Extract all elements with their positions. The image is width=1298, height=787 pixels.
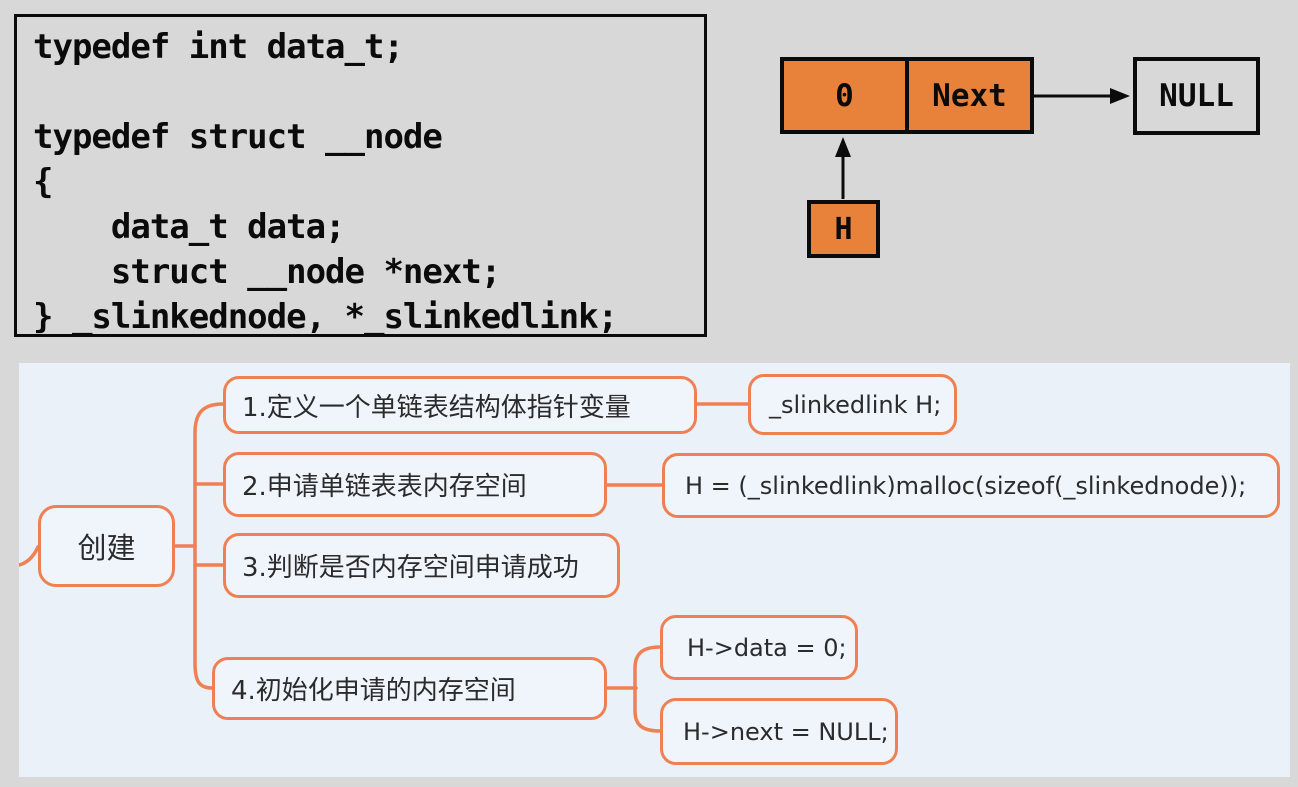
mindmap-leaf-init-next: H->next = NULL; xyxy=(660,698,898,765)
code-block: typedef int data_t; typedef struct __nod… xyxy=(14,14,707,337)
next-pointer-arrow-icon xyxy=(1034,88,1130,104)
mindmap: 创建 1.定义一个单链表结构体指针变量 _slinkedlink H; 2.申请… xyxy=(19,363,1290,777)
null-box: NULL xyxy=(1133,57,1260,135)
data-cell: 0 xyxy=(835,77,854,114)
head-pointer-box: H xyxy=(807,200,880,258)
code-line xyxy=(33,70,704,115)
connector-step4-bracket xyxy=(633,645,662,733)
head-node-box: 0 Next xyxy=(780,57,1034,134)
connector-trunk xyxy=(193,402,225,690)
mindmap-node-step3: 3.判断是否内存空间申请成功 xyxy=(223,533,620,598)
mindmap-node-step1: 1.定义一个单链表结构体指针变量 xyxy=(223,376,697,434)
code-line: struct __node *next; xyxy=(33,252,501,292)
mindmap-leaf-declare: _slinkedlink H; xyxy=(748,374,957,435)
head-pointer-arrow-icon xyxy=(835,137,851,199)
mindmap-leaf-init-data: H->data = 0; xyxy=(660,615,858,680)
mindmap-node-step2: 2.申请单链表表内存空间 xyxy=(223,452,607,517)
mindmap-node-create: 创建 xyxy=(38,505,175,587)
mindmap-connectors xyxy=(19,402,750,733)
code-line: typedef struct __node xyxy=(33,117,443,157)
mindmap-leaf-malloc: H = (_slinkedlink)malloc(sizeof(_slinked… xyxy=(662,453,1280,518)
code-line: data_t data; xyxy=(33,207,346,247)
code-line: { xyxy=(33,162,53,202)
next-cell: Next xyxy=(905,61,1030,130)
connector-parent xyxy=(19,545,40,567)
mindmap-node-step4: 4.初始化申请的内存空间 xyxy=(212,657,607,720)
code-line: typedef int data_t; xyxy=(33,27,404,67)
code-line: } _slinkednode, *_slinkedlink; xyxy=(33,297,618,337)
